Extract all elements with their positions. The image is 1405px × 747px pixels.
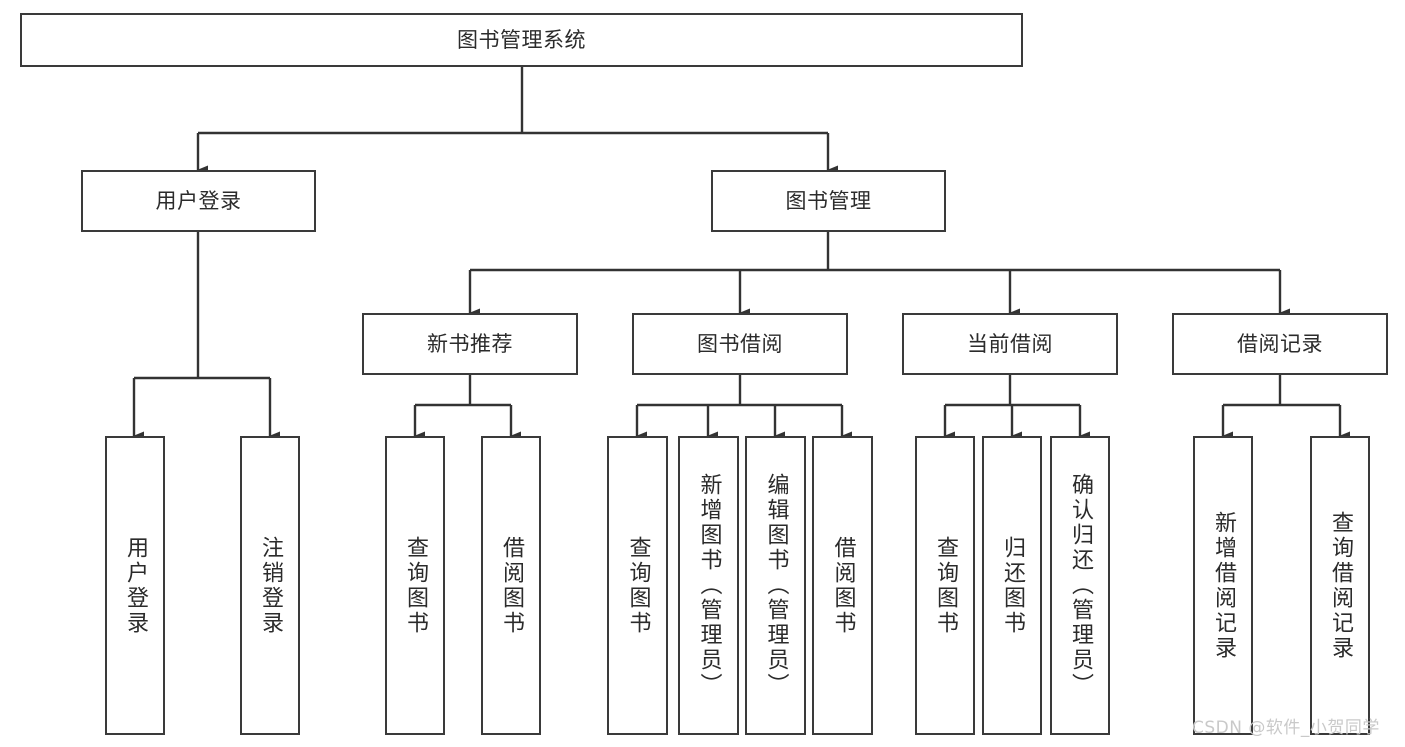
- node-label: 注销登录: [258, 535, 283, 636]
- node-leaf-borrow-books-2[interactable]: 借阅图书: [812, 436, 873, 735]
- node-label: 用户登录: [123, 535, 148, 636]
- node-label: 新书推荐: [427, 331, 513, 356]
- node-label: 借阅图书: [830, 535, 856, 636]
- node-leaf-add-borrow-record[interactable]: 新增借阅记录: [1193, 436, 1253, 735]
- node-label: 图书管理: [785, 188, 872, 213]
- node-label: 图书借阅: [697, 331, 783, 356]
- node-book-borrow[interactable]: 图书借阅: [632, 313, 848, 375]
- node-label: 查询图书: [403, 535, 428, 636]
- node-leaf-query-books-2[interactable]: 查询图书: [607, 436, 668, 735]
- node-new-book-recommend[interactable]: 新书推荐: [362, 313, 578, 375]
- node-book-management[interactable]: 图书管理: [711, 170, 946, 232]
- node-current-borrow[interactable]: 当前借阅: [902, 313, 1118, 375]
- node-label: 查询借阅记录: [1328, 510, 1353, 661]
- node-label: 借阅记录: [1237, 331, 1323, 356]
- node-label: 查询图书: [625, 535, 651, 636]
- node-label: 归还图书: [1000, 535, 1025, 636]
- node-label: 图书管理系统: [457, 27, 586, 52]
- node-label: 新增图书（管理员）: [696, 473, 722, 698]
- node-borrow-record[interactable]: 借阅记录: [1172, 313, 1388, 375]
- node-leaf-query-books-3[interactable]: 查询图书: [915, 436, 975, 735]
- node-label: 查询图书: [933, 535, 958, 636]
- node-leaf-add-book-admin[interactable]: 新增图书（管理员）: [678, 436, 739, 735]
- node-label: 新增借阅记录: [1211, 510, 1236, 661]
- csdn-watermark: CSDN @软件_小贺同学: [1192, 718, 1380, 738]
- node-label: 确认归还（管理员）: [1068, 473, 1093, 698]
- node-leaf-return-books[interactable]: 归还图书: [982, 436, 1042, 735]
- node-label: 当前借阅: [967, 331, 1053, 356]
- node-leaf-query-books-1[interactable]: 查询图书: [385, 436, 445, 735]
- node-label: 用户登录: [155, 188, 242, 213]
- node-leaf-edit-book-admin[interactable]: 编辑图书（管理员）: [745, 436, 806, 735]
- node-leaf-logout-login[interactable]: 注销登录: [240, 436, 300, 735]
- node-label: 编辑图书（管理员）: [763, 473, 789, 698]
- node-leaf-user-login[interactable]: 用户登录: [105, 436, 165, 735]
- node-leaf-confirm-return-admin[interactable]: 确认归还（管理员）: [1050, 436, 1110, 735]
- node-leaf-query-borrow-record[interactable]: 查询借阅记录: [1310, 436, 1370, 735]
- node-leaf-borrow-books-1[interactable]: 借阅图书: [481, 436, 541, 735]
- node-user-login[interactable]: 用户登录: [81, 170, 316, 232]
- node-label: 借阅图书: [499, 535, 524, 636]
- node-root-book-management-system[interactable]: 图书管理系统: [20, 13, 1023, 67]
- connector-paths: [132, 67, 1350, 441]
